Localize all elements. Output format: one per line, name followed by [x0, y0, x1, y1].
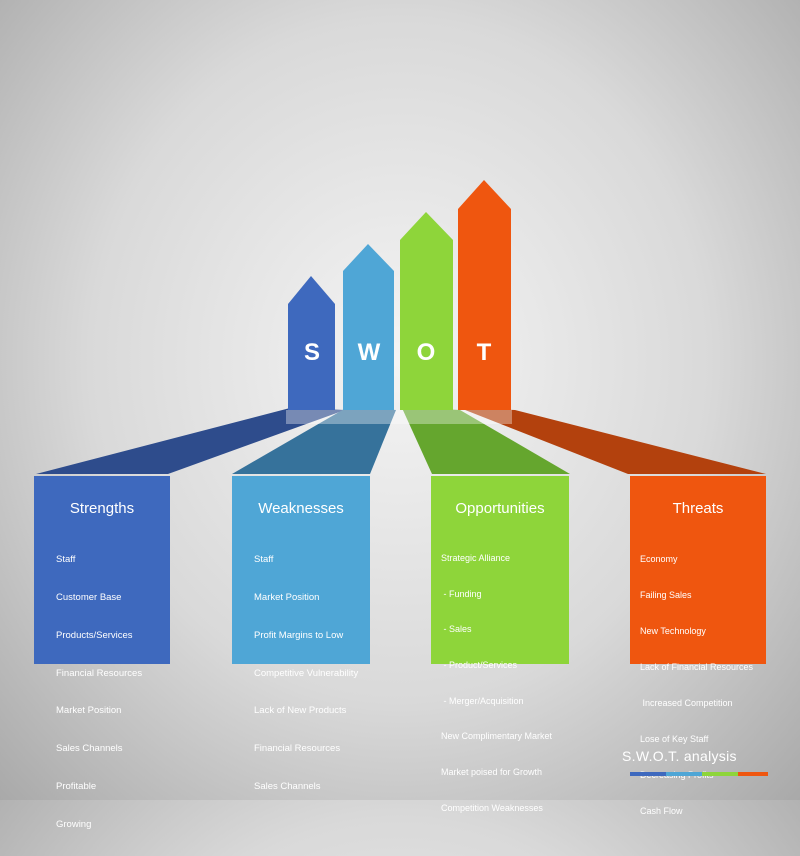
list-item: - Funding [441, 588, 482, 599]
list-item: Financial Resources [56, 667, 143, 679]
threats-list: Economy Failing Sales New Technology Lac… [640, 529, 756, 841]
list-item: - Merger/Acquisition [441, 695, 524, 706]
threats-title: Threats [672, 500, 724, 517]
swot-letter-t: T [476, 339, 492, 366]
list-item: Market Position [56, 705, 122, 717]
swot-letter-w: W [357, 339, 381, 366]
arrows-reflection [286, 410, 512, 424]
list-item: Sales Channels [56, 743, 123, 755]
footer-bar-threats [738, 772, 768, 776]
list-item: Lose of Key Staff [640, 734, 709, 744]
footer-bar-weaknesses [666, 772, 702, 776]
weaknesses-title: Weaknesses [258, 500, 344, 517]
list-item: Lack of New Products [254, 705, 347, 717]
strengths-ribbon-shadow [36, 408, 345, 474]
list-item: Lack of Financial Resources [640, 662, 754, 672]
strengths-title: Strengths [69, 500, 135, 517]
list-item: Market Position [254, 591, 320, 603]
weaknesses-ribbon-shadow [232, 408, 396, 474]
weaknesses-card: Weaknesses Staff Market Position Profit … [232, 476, 370, 792]
list-item: Customer Base [56, 591, 122, 603]
list-item: Staff [56, 554, 76, 566]
list-item: Competition Weaknesses [441, 802, 543, 813]
threats-arrow [458, 180, 511, 410]
list-item: Sales Channels [254, 780, 321, 792]
threats-ribbon-shadow [460, 408, 766, 474]
threats-card: Threats Economy Failing Sales New Techno… [630, 476, 766, 816]
list-item: Increased Competition [640, 698, 733, 708]
list-item: Failing Sales [640, 590, 692, 600]
footer-title: S.W.O.T. analysis [622, 748, 737, 764]
list-item: - Sales [441, 624, 472, 635]
list-item: Profitable [56, 780, 97, 792]
opportunities-list: Strategic Alliance - Funding - Sales - P… [441, 529, 559, 839]
list-item: Financial Resources [254, 743, 341, 755]
list-item: Cash Flow [640, 806, 683, 816]
swot-diagram [36, 180, 766, 474]
list-item: Growing [56, 818, 92, 830]
weaknesses-arrow [343, 244, 394, 410]
strengths-list: Staff Customer Base Products/Services Fi… [44, 529, 160, 856]
footer-bar-strengths [630, 772, 666, 776]
list-item: Economy [640, 554, 678, 564]
list-item: Competitive Vulnerability [254, 667, 359, 679]
list-item: New Technology [640, 626, 706, 636]
swot-letter-o: O [416, 339, 436, 366]
list-item: Profit Margins to Low [254, 629, 344, 641]
list-item: Products/Services [56, 629, 133, 641]
swot-letter-s: S [303, 339, 320, 366]
strengths-card: Strengths Staff Customer Base Products/S… [34, 476, 170, 830]
list-item: New Complimentary Market [441, 731, 553, 742]
opportunities-card: Opportunities Strategic Alliance - Fundi… [431, 476, 569, 813]
list-item: Market poised for Growth [441, 767, 543, 778]
opportunities-arrow [400, 212, 453, 410]
list-item: - Product/Services [441, 659, 518, 670]
list-item: Strategic Alliance [441, 552, 511, 563]
opportunities-title: Opportunities [455, 500, 545, 517]
weaknesses-list: Staff Market Position Profit Margins to … [242, 529, 360, 819]
list-item: Staff [254, 554, 274, 566]
opportunities-ribbon-shadow [402, 408, 570, 474]
footer-bar-opportunities [702, 772, 738, 776]
strengths-arrow [288, 276, 335, 410]
